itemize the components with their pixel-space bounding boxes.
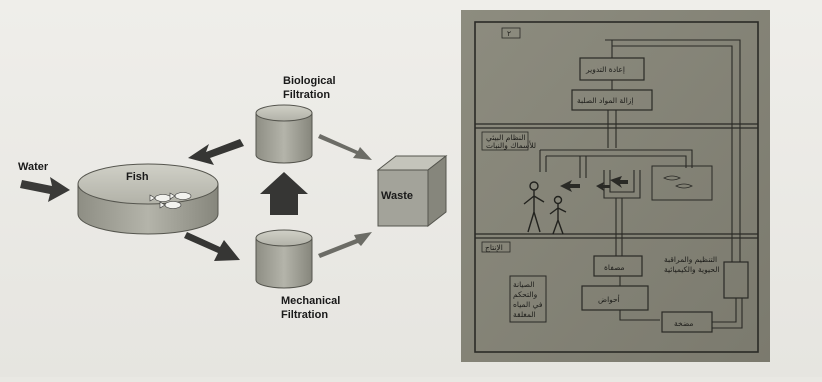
people-icon [523, 181, 567, 235]
note-left-line3: في المياه [513, 300, 543, 309]
zone3-tag-box [481, 241, 511, 253]
mechanical-filter-cylinder [255, 229, 313, 289]
note-left-line4: المغلقة [513, 310, 536, 319]
arrows-cluster [560, 176, 628, 192]
note-right-line1: التنظيم والمراقبة [664, 255, 717, 264]
note-right-line2: الحيوية والكيميائية [664, 265, 720, 274]
fish-tank [77, 163, 219, 235]
box-recycling-label: إعادة التدوير [585, 65, 625, 74]
box-filter [593, 255, 643, 277]
diagram-frame [474, 21, 759, 353]
waste-cube [376, 154, 448, 228]
arrow-bio-to-fish [188, 139, 244, 165]
arrow-bio-to-waste [318, 134, 372, 160]
note-left-box [509, 275, 547, 323]
zone2-label-line1: النظام البيئي [486, 133, 526, 142]
left-aquaponics-diagram: Water Fish Biological [18, 75, 448, 321]
waste-label: Waste [381, 190, 413, 202]
photo-background [461, 10, 770, 362]
water-inflow-arrow [20, 177, 70, 202]
box-tanks-label: أحواض [598, 294, 620, 304]
arrow-fish-to-mechanical [184, 232, 240, 261]
biological-label-line2: Filtration [283, 89, 330, 101]
box-solids-removal-label: إزالة المواد الصلبة [577, 96, 634, 105]
biological-filter-cylinder [255, 104, 313, 164]
note-left-line2: والتحكم [513, 290, 538, 299]
top-tag: ٢ [507, 29, 511, 38]
fish-icon [149, 192, 192, 209]
zone2-label-box [481, 131, 529, 151]
mechanical-label-line2: Filtration [281, 309, 328, 321]
box-tanks [581, 285, 649, 311]
right-fish-tank [651, 165, 713, 201]
box-pump-label: مضخة [674, 319, 693, 328]
pipe-network [539, 39, 743, 329]
mechanical-label-line1: Mechanical [281, 295, 340, 307]
arrow-mechanical-to-waste [318, 232, 372, 258]
zone2-label-line2: للأسماك والنبات [486, 140, 536, 150]
arrow-mechanical-to-bio [260, 172, 308, 215]
box-filter-label: مصفاة [604, 263, 625, 272]
right-closed-system-diagram: ٢ إعادة التدوير إزالة المواد الصلبة [461, 10, 770, 362]
water-label: Water [18, 161, 49, 173]
box-pump [661, 311, 713, 333]
biological-label-line1: Biological [283, 75, 336, 87]
top-tag-box [501, 27, 521, 39]
pump-cylinder [723, 261, 749, 299]
right-fish-icon [663, 175, 693, 189]
zone3-tag: الإنتاج [485, 243, 503, 252]
note-left-line1: الصيانة [513, 280, 535, 289]
fish-label: Fish [126, 171, 149, 183]
